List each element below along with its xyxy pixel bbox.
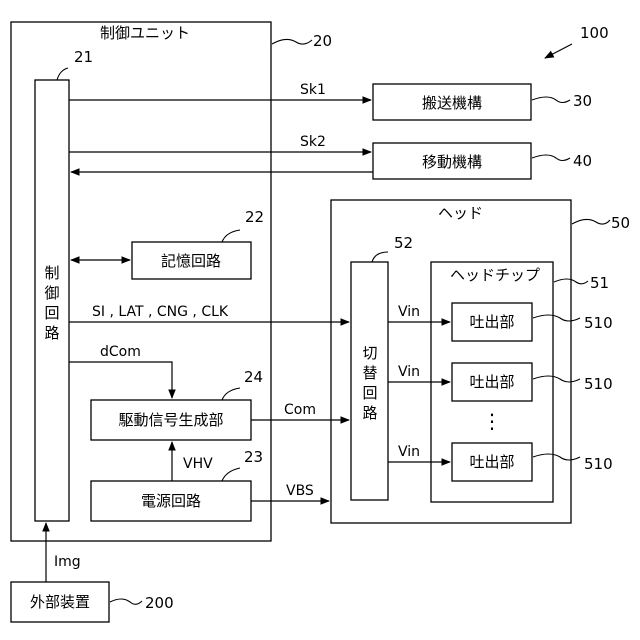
- control-circuit-char-1: 制: [44, 264, 59, 282]
- vbs-label: VBS: [286, 483, 314, 499]
- vin-label-3: Vin: [398, 444, 420, 460]
- external-device-label: 外部装置: [30, 593, 90, 611]
- sk2-label: Sk2: [300, 134, 326, 150]
- figure-ref: 100: [580, 24, 609, 42]
- switch-circuit-char-3: 回: [362, 384, 377, 402]
- ejector-label-3: 吐出部: [469, 453, 514, 471]
- memory-ref: 22: [245, 208, 264, 226]
- figure-ref-arrow: [545, 44, 572, 58]
- head-leader: [572, 219, 610, 224]
- switch-circuit-ref: 52: [394, 234, 413, 252]
- external-device-ref: 200: [145, 594, 174, 612]
- transport-label: 搬送機構: [422, 94, 482, 112]
- moving-label: 移動機構: [422, 153, 482, 171]
- control-unit-label: 制御ユニット: [100, 24, 190, 42]
- head-chip-ref: 51: [590, 274, 609, 292]
- control-circuit-ref: 21: [74, 48, 93, 66]
- switch-circuit-char-1: 切: [362, 344, 377, 362]
- switch-circuit-char-2: 替: [362, 364, 377, 382]
- ejector-ref-1: 510: [584, 314, 613, 332]
- moving-leader: [532, 155, 570, 161]
- ejector-label-2: 吐出部: [469, 373, 514, 391]
- ejector-ellipsis: ⋮: [482, 409, 502, 433]
- memory-label: 記憶回路: [161, 252, 221, 270]
- com-label: Com: [284, 402, 316, 418]
- power-circuit-ref: 23: [244, 448, 263, 466]
- ejector-ref-2: 510: [584, 375, 613, 393]
- head-chip-label: ヘッドチップ: [450, 266, 540, 284]
- control-bus-label: SI , LAT , CNG , CLK: [92, 304, 229, 320]
- drive-signal-gen-label: 駆動信号生成部: [118, 411, 223, 429]
- ejector-ref-3: 510: [584, 455, 613, 473]
- control-circuit-char-2: 御: [44, 284, 59, 302]
- head-ref: 50: [611, 214, 630, 232]
- ejector-label-1: 吐出部: [469, 313, 514, 331]
- control-circuit-char-4: 路: [44, 324, 59, 342]
- power-circuit-label: 電源回路: [141, 492, 201, 510]
- vin-label-2: Vin: [398, 364, 420, 380]
- transport-ref: 30: [573, 92, 592, 110]
- head-label: ヘッド: [438, 204, 483, 222]
- vin-label-1: Vin: [398, 304, 420, 320]
- control-unit-ref: 20: [313, 32, 332, 50]
- img-label: Img: [54, 554, 81, 570]
- sk1-label: Sk1: [300, 82, 326, 98]
- switch-circuit-char-4: 路: [362, 404, 377, 422]
- dcom-label: dCom: [100, 344, 141, 360]
- control-unit-leader: [272, 39, 312, 44]
- vhv-label: VHV: [183, 456, 213, 472]
- transport-leader: [532, 97, 570, 103]
- external-device-leader: [110, 599, 142, 604]
- drive-signal-gen-ref: 24: [244, 368, 263, 386]
- moving-ref: 40: [573, 152, 592, 170]
- control-circuit-char-3: 回: [44, 304, 59, 322]
